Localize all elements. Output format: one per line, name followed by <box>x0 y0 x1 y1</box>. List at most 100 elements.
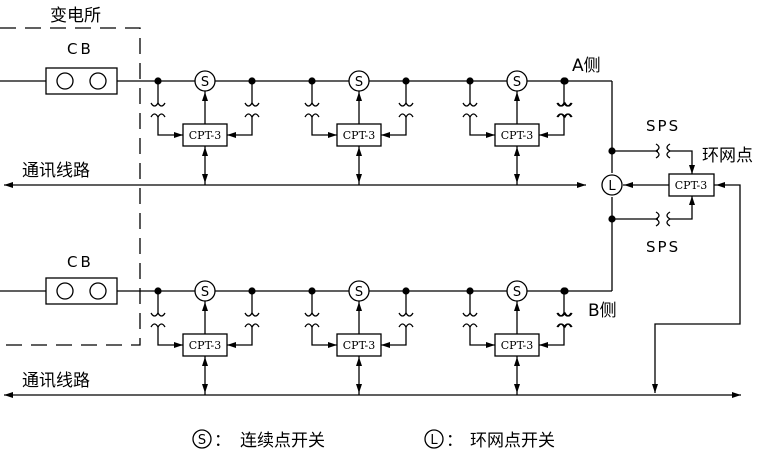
sps-bottom-icon <box>654 211 672 227</box>
sectionalizer-switch <box>194 70 216 92</box>
ct-signal-wire <box>539 117 565 136</box>
side-a-label: A侧 <box>572 56 601 76</box>
ct-signal-wire <box>469 327 495 346</box>
current-transformer-icon <box>398 101 414 119</box>
switch-symbol: S <box>513 75 521 90</box>
cb-contact <box>56 282 74 300</box>
comm-line-bottom-label: 通讯线路 <box>22 371 90 391</box>
cpt3-controller <box>494 123 540 147</box>
current-transformer-icon <box>150 311 166 329</box>
controller-box <box>494 123 540 147</box>
current-transformer-icon <box>398 311 414 329</box>
comm-line-top-label: 通讯线路 <box>22 161 90 181</box>
junction-dot <box>608 147 616 155</box>
junction-dot <box>402 77 410 85</box>
junction-dot <box>466 287 474 295</box>
ct-coil <box>244 101 260 119</box>
arrowhead-icon <box>381 342 390 348</box>
ct-coil <box>150 101 166 119</box>
sectionalizer-switch-icon <box>506 70 528 92</box>
sps-coil <box>654 143 672 159</box>
controller-label: CPT-3 <box>343 129 375 142</box>
arrowhead-icon <box>356 384 362 393</box>
legend-separator-l: ： <box>446 431 463 451</box>
switch-symbol: S <box>513 285 521 300</box>
sectionalizer-switch <box>348 70 370 92</box>
ct-coil <box>244 311 260 329</box>
legend-item-loop: L ： 环网点开关 <box>424 429 555 451</box>
arrowhead-icon <box>539 132 548 138</box>
controller-label: CPT-3 <box>501 339 533 352</box>
arrowhead-icon <box>356 147 362 156</box>
sps-coil <box>654 211 672 227</box>
junction-dot <box>154 287 162 295</box>
loop-point-label: 环网点 <box>702 146 753 166</box>
cpt3-controller <box>182 333 228 357</box>
ct-signal-wire <box>381 327 407 346</box>
cb-contact <box>56 72 74 90</box>
circuit-breaker-top <box>45 67 118 95</box>
side-b-label: B侧 <box>588 301 617 321</box>
arrowhead-icon <box>202 92 208 101</box>
loop-switch <box>601 174 623 196</box>
junction-dot <box>466 77 474 85</box>
arrowhead-icon <box>381 132 390 138</box>
switch-symbol: S <box>201 75 209 90</box>
arrowhead-icon <box>202 147 208 156</box>
current-transformer-icon <box>462 101 478 119</box>
ct-signal-wire <box>311 117 337 136</box>
sectionalizer-switch-icon <box>348 280 370 302</box>
substation-boundary <box>0 27 141 346</box>
sectionalizer-switch <box>348 280 370 302</box>
current-transformer-icon <box>557 101 573 119</box>
legend-symbol-l: L <box>430 433 438 448</box>
loop-cpt3-controller <box>668 173 715 197</box>
arrowhead-icon <box>689 165 695 174</box>
arrowhead-icon <box>514 384 520 393</box>
ct-coil <box>304 311 320 329</box>
arrowhead-icon <box>356 174 362 183</box>
arrowhead-icon <box>202 384 208 393</box>
arrowhead-icon <box>202 174 208 183</box>
cpt3-controller <box>494 333 540 357</box>
controller-box <box>668 173 715 197</box>
arrowhead-icon <box>486 342 495 348</box>
cpt3-controller <box>336 123 382 147</box>
arrowhead-icon <box>227 342 236 348</box>
arrowhead-icon <box>202 302 208 311</box>
switch-symbol: L <box>608 179 616 194</box>
junction-dot <box>154 77 162 85</box>
cb-contact <box>89 282 107 300</box>
arrowhead-icon <box>514 357 520 366</box>
arrowhead-icon <box>328 342 337 348</box>
comm-left-arrow-icon <box>4 392 13 398</box>
loop-switch-icon <box>424 429 444 449</box>
ct-signal-wire <box>469 117 495 136</box>
comm-right-arrow-icon <box>732 392 741 398</box>
controller-label: CPT-3 <box>675 179 707 192</box>
arrowhead-icon <box>539 342 548 348</box>
circuit-breaker-bottom <box>45 277 118 305</box>
sectionalizer-switch <box>506 280 528 302</box>
ct-signal-wire <box>227 117 253 136</box>
comm-left-arrow-icon <box>4 182 13 188</box>
ct-coil <box>150 311 166 329</box>
sectionalizer-switch-icon <box>194 280 216 302</box>
cb-contact <box>89 72 107 90</box>
current-transformer-icon <box>244 101 260 119</box>
ct-coil <box>557 311 573 329</box>
arrowhead-icon <box>689 196 695 205</box>
arrowhead-icon <box>174 342 183 348</box>
cb-bottom-label: CB <box>67 253 94 271</box>
substation-label: 变电所 <box>50 6 101 26</box>
controller-box <box>336 123 382 147</box>
junction-dot <box>248 77 256 85</box>
arrowhead-icon <box>202 357 208 366</box>
ct-coil <box>398 311 414 329</box>
current-transformer-icon <box>462 311 478 329</box>
arrowhead-icon <box>514 302 520 311</box>
ct-signal-wire <box>227 327 253 346</box>
legend: S ： 连续点开关 L ： 环网点开关 <box>192 429 555 451</box>
